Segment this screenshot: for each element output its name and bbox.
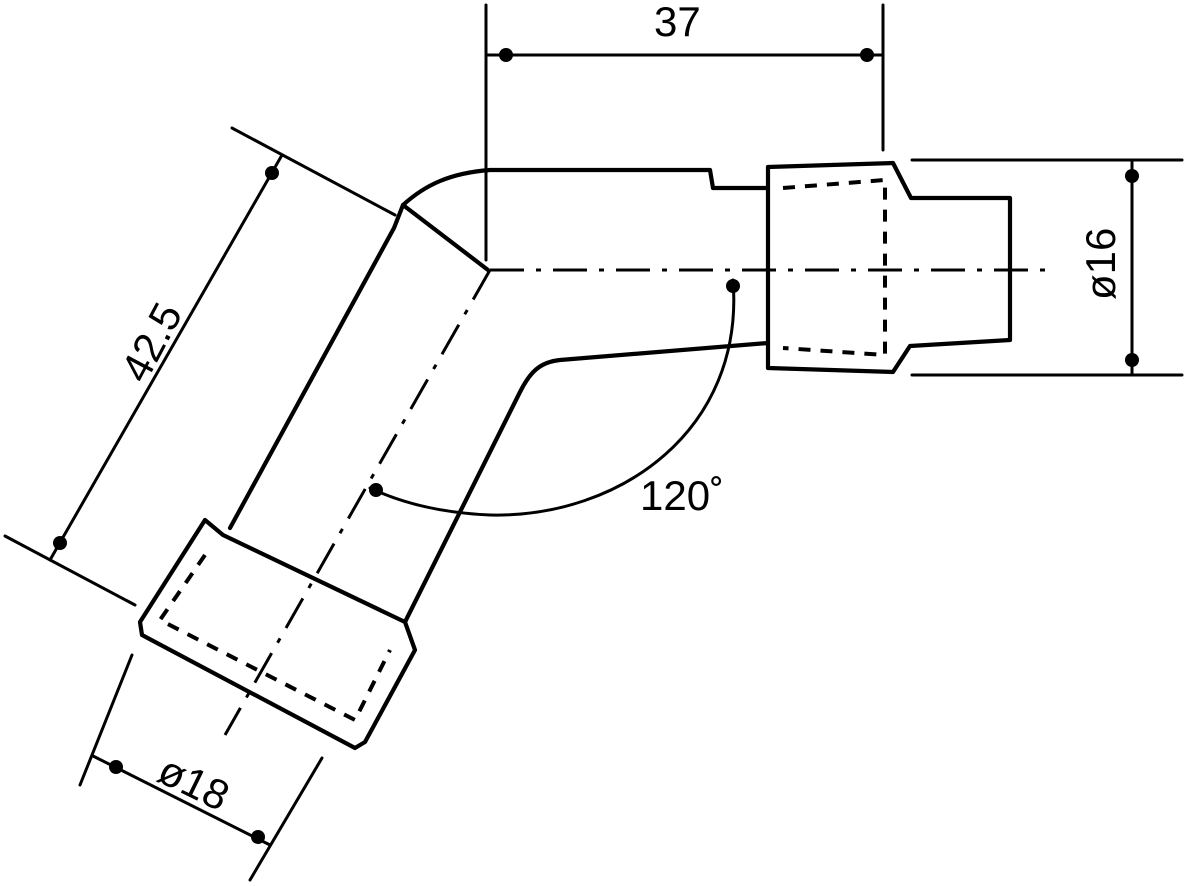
dimension-label-120: 120˚: [640, 472, 724, 519]
dimension-line-42-5: [48, 153, 284, 562]
end-cap-right: [765, 160, 1013, 375]
extension-line-upper: [230, 126, 397, 217]
arm-top-edge: [400, 167, 771, 208]
cap-inner-dashed: [782, 178, 887, 357]
angled-axis: [223, 269, 492, 736]
dim-terminator: [499, 48, 513, 62]
dim-terminator: [53, 536, 67, 550]
dimension-body-diameter: ø18: [78, 653, 324, 882]
cap-outline: [765, 160, 1013, 375]
end-cap-lower: [137, 517, 418, 751]
dimension-line-18: [91, 754, 272, 847]
dimension-cap-diameter: ø16: [910, 158, 1184, 377]
dim-terminator: [369, 483, 383, 497]
dim-terminator: [109, 760, 123, 774]
extension-line-left: [78, 653, 134, 787]
extension-line-lower: [3, 534, 137, 607]
dimension-angle: 120˚: [368, 278, 740, 519]
dimension-label-42-5: 42.5: [111, 295, 191, 389]
arm-bottom-edge: [402, 340, 771, 625]
dim-terminator: [860, 48, 874, 62]
dimension-length: 42.5: [3, 126, 397, 607]
angled-outer-edge: [227, 202, 406, 531]
dim-terminator: [265, 166, 279, 180]
dimension-label-37: 37: [654, 0, 701, 45]
dim-terminator: [726, 279, 740, 293]
dim-terminator: [1125, 353, 1139, 367]
boot-outline: [137, 517, 418, 751]
dimension-offset: 37: [484, 0, 885, 262]
dimension-label-18: ø18: [151, 746, 237, 820]
dim-terminator: [251, 830, 265, 844]
dim-terminator: [1125, 169, 1139, 183]
angle-arc: [368, 278, 736, 517]
elbow-joint-edge: [400, 202, 491, 273]
dimension-label-16: ø16: [1077, 228, 1124, 300]
connector-body-outline: [227, 167, 771, 625]
boot-inner-dashed: [158, 553, 392, 722]
center-lines: [223, 268, 1045, 736]
extension-line-right: [248, 756, 324, 882]
